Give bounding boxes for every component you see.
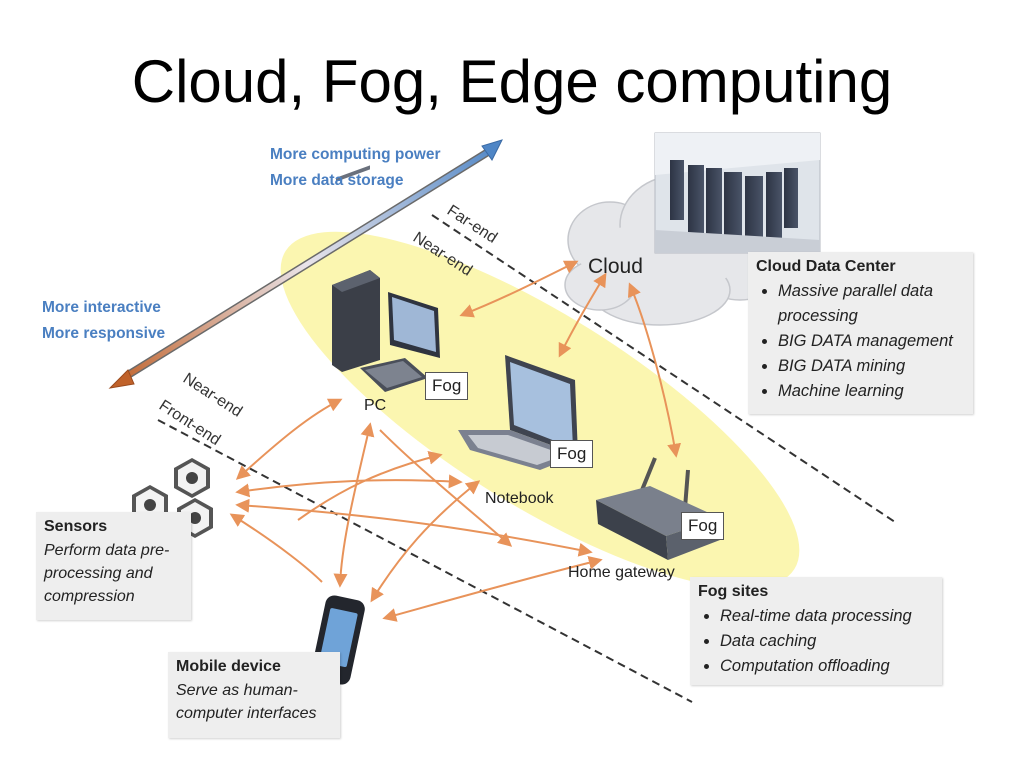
mobile-device-line: Serve as human- <box>176 682 298 699</box>
mobile-device-heading: Mobile device <box>176 658 281 675</box>
arrow-bottom-line1: More interactive <box>42 299 161 316</box>
mobile-device-line: computer interfaces <box>176 705 317 722</box>
sensors-line: Perform data pre- <box>44 542 170 559</box>
list-item: Real-time data processing <box>720 604 934 629</box>
flow-arrows <box>229 260 682 622</box>
far-end-label: Far-end <box>444 202 500 247</box>
notebook-label: Notebook <box>485 490 554 507</box>
cloud-data-center-heading: Cloud Data Center <box>756 258 896 275</box>
slide-title: Cloud, Fog, Edge computing <box>131 48 893 115</box>
list-item: Machine learning <box>778 379 965 404</box>
fog-tag-notebook: Fog <box>550 440 594 468</box>
pc-icon <box>332 165 440 392</box>
interactivity-power-arrow <box>108 139 503 389</box>
list-item: Massive parallel data processing <box>778 279 965 329</box>
fog-tag-pc: Fog <box>425 372 469 400</box>
home-gateway-label: Home gateway <box>568 564 675 581</box>
sensors-line: compression <box>44 588 135 605</box>
mobile-device-box: Mobile device Serve as human- computer i… <box>168 652 340 738</box>
data-center-image <box>654 132 821 254</box>
list-item: BIG DATA mining <box>778 354 965 379</box>
cloud-data-center-box: Cloud Data Center Massive parallel data … <box>748 252 973 414</box>
cloud-label: Cloud <box>588 255 643 278</box>
arrow-top-line2: More data storage <box>270 172 404 189</box>
sensors-box: Sensors Perform data pre- processing and… <box>36 512 191 620</box>
fog-tag-gateway: Fog <box>681 512 725 540</box>
notebook-icon <box>458 355 578 470</box>
list-item: Data caching <box>720 629 934 654</box>
pc-label: PC <box>364 397 387 414</box>
fog-sites-list: Real-time data processing Data caching C… <box>698 604 934 679</box>
fog-sites-heading: Fog sites <box>698 583 769 600</box>
arrow-top-line1: More computing power <box>270 146 441 163</box>
arrow-bottom-line2: More responsive <box>42 325 166 342</box>
fog-sites-box: Fog sites Real-time data processing Data… <box>690 577 942 685</box>
sensors-heading: Sensors <box>44 518 108 535</box>
sensors-line: processing and <box>44 565 153 582</box>
cloud-data-center-list: Massive parallel data processing BIG DAT… <box>756 279 965 404</box>
list-item: BIG DATA management <box>778 329 965 354</box>
list-item: Computation offloading <box>720 654 934 679</box>
